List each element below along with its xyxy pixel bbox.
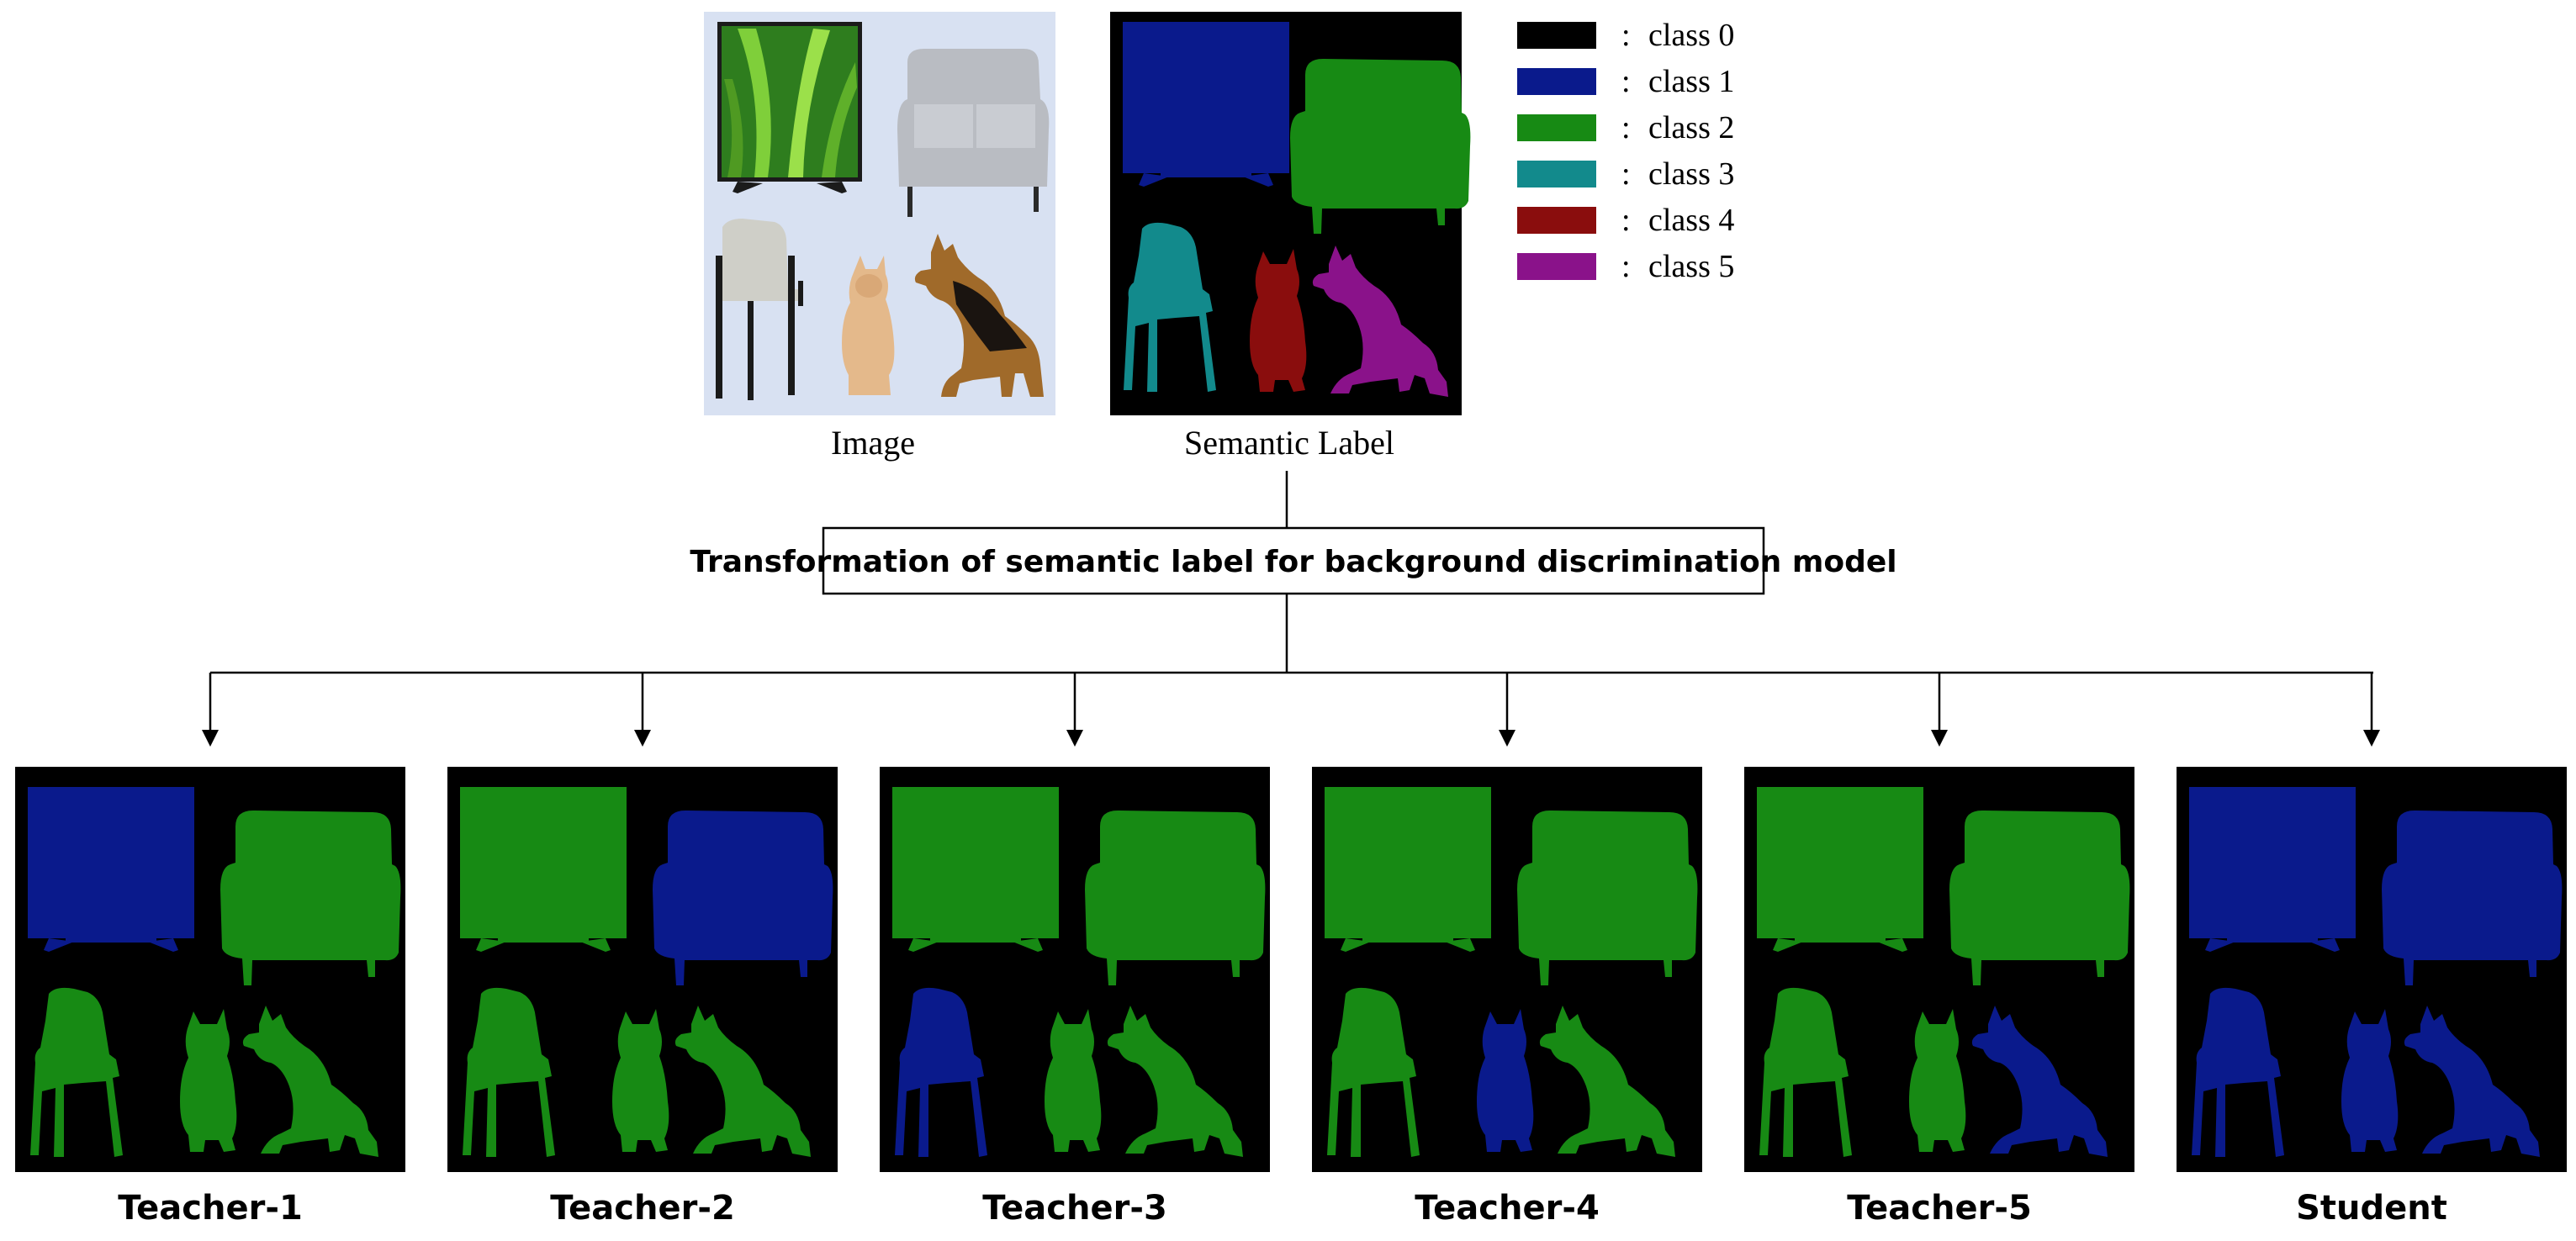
transformation-box-text: Transformation of semantic label for bac… [690, 545, 1896, 579]
legend-label: class 3 [1648, 156, 1734, 192]
connector-lines [210, 471, 2373, 674]
legend-item: : class 0 [1517, 18, 1734, 53]
output-panel [447, 767, 838, 1172]
semantic-label-panel [1110, 12, 1471, 415]
sofa-photo [897, 49, 1050, 217]
arrow [1066, 673, 1083, 747]
legend-item: : class 2 [1517, 110, 1734, 145]
semantic-label-caption: Semantic Label [1184, 424, 1394, 462]
legend-label: class 0 [1648, 18, 1734, 53]
dog-photo [914, 234, 1044, 397]
legend-swatch [1517, 253, 1596, 280]
legend-label: class 2 [1648, 110, 1734, 145]
legend-swatch [1517, 68, 1596, 95]
cat-photo [842, 256, 895, 395]
panel-caption: Teacher-4 [1415, 1189, 1600, 1228]
legend-swatch [1517, 161, 1596, 187]
panel-caption: Teacher-5 [1847, 1189, 2032, 1228]
output-panel [1312, 767, 1702, 1172]
tv-photo [717, 22, 862, 193]
output-panel [880, 767, 1270, 1172]
legend-item: : class 4 [1517, 203, 1734, 238]
legend-label: class 1 [1648, 64, 1734, 99]
arrow [634, 673, 651, 747]
legend: : class 0: class 1: class 2: class 3: class 4… [1517, 18, 1734, 284]
panel-caption: Student [2296, 1189, 2447, 1228]
legend-separator: : [1621, 156, 1631, 192]
sofa-mask [1949, 810, 2130, 985]
legend-swatch [1517, 207, 1596, 234]
panel-caption: Teacher-1 [118, 1189, 303, 1228]
sofa-mask [653, 810, 833, 985]
legend-swatch [1517, 114, 1596, 141]
arrow [2363, 673, 2380, 747]
tv-mask [28, 787, 194, 952]
tv-mask [1757, 787, 1923, 952]
legend-separator: : [1621, 203, 1631, 238]
output-panels: Teacher-1 Teacher-2 Teacher-3 Teacher-4 Teac… [15, 767, 2567, 1228]
arrow [1499, 673, 1515, 747]
tv-mask [460, 787, 627, 952]
legend-separator: : [1621, 18, 1631, 53]
arrow [202, 673, 219, 747]
sofa-mask [220, 810, 401, 985]
legend-swatch [1517, 22, 1596, 49]
sofa-mask [1085, 810, 1266, 985]
transformation-box: Transformation of semantic label for bac… [690, 526, 1897, 595]
output-panel [15, 767, 405, 1172]
legend-item: : class 5 [1517, 249, 1734, 284]
panel-caption: Teacher-2 [550, 1189, 735, 1228]
legend-label: class 4 [1648, 203, 1734, 238]
output-panel [1744, 767, 2134, 1172]
legend-label: class 5 [1648, 249, 1734, 284]
legend-separator: : [1621, 64, 1631, 99]
arrow [1931, 673, 1948, 747]
panel-caption: Teacher-3 [982, 1189, 1167, 1228]
output-panel [2177, 767, 2567, 1172]
image-caption: Image [831, 424, 915, 462]
legend-separator: : [1621, 249, 1631, 284]
semantic-sofa-mask [1290, 58, 1471, 234]
chair-photo [716, 219, 803, 400]
legend-separator: : [1621, 110, 1631, 145]
sofa-mask [2382, 810, 2563, 985]
semantic-tv-mask [1123, 22, 1289, 187]
tv-mask [2189, 787, 2356, 952]
legend-item: : class 3 [1517, 156, 1734, 192]
tv-mask [892, 787, 1059, 952]
input-image-panel [704, 12, 1055, 415]
sofa-mask [1517, 810, 1698, 985]
legend-item: : class 1 [1517, 64, 1734, 99]
tv-mask [1325, 787, 1491, 952]
arrows [202, 673, 2380, 747]
